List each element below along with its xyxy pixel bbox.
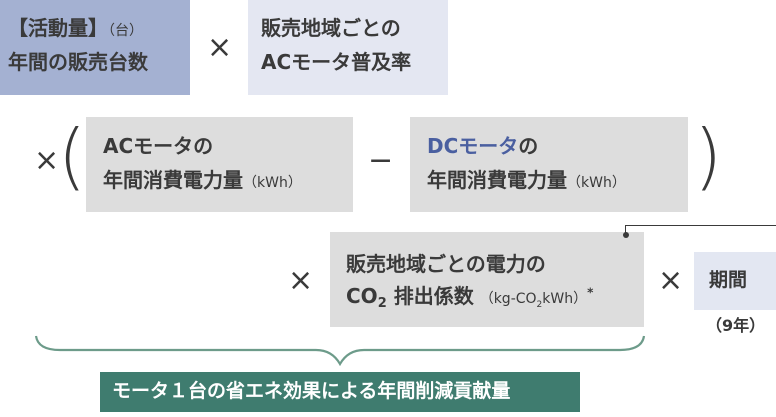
footnote-star: *	[587, 285, 594, 300]
result-label: モータ１台の省エネ効果による年間削減貢献量	[112, 380, 511, 402]
activity-unit: （台）	[108, 23, 143, 39]
summation-brace	[34, 335, 646, 366]
dc-consumption-line1-rest: の	[518, 134, 539, 158]
ac-adoption-box: 販売地域ごとの ACモータ普及率	[248, 0, 448, 95]
ac-consumption-line2: 年間消費電力量	[103, 168, 243, 192]
dc-consumption-unit: （kWh）	[567, 175, 626, 191]
activity-label: 年間の販売台数	[8, 50, 148, 74]
result-box: モータ１台の省エネ効果による年間削減貢献量	[100, 372, 580, 412]
period-label: 期間	[709, 269, 748, 291]
period-box: 期間	[694, 252, 776, 310]
ac-consumption-line1: ACモータの	[103, 134, 214, 158]
activity-box: 【活動量】（台） 年間の販売台数	[0, 0, 190, 95]
leader-line-horizontal	[625, 225, 776, 226]
emission-unit-a: （kg-CO	[479, 291, 537, 307]
emission-factor-box: 販売地域ごとの電力の CO2 排出係数（kg-CO2kWh）*	[330, 232, 644, 327]
emission-co-subscript: 2	[377, 296, 387, 312]
open-paren: (	[58, 114, 87, 198]
activity-bracket-label: 【活動量】	[8, 16, 108, 40]
ac-adoption-line1: 販売地域ごとの	[261, 16, 401, 40]
dc-consumption-box: DCモータの 年間消費電力量（kWh）	[410, 117, 688, 212]
minus-sign: −	[368, 143, 394, 178]
ac-consumption-box: ACモータの 年間消費電力量（kWh）	[86, 117, 353, 212]
leader-dot	[623, 232, 629, 238]
dc-motor-highlight: DCモータ	[427, 134, 519, 158]
period-note: （9年）	[706, 316, 766, 335]
ac-adoption-line2: ACモータ普及率	[261, 50, 412, 74]
multiply-sign-4: ×	[658, 263, 684, 298]
emission-factor-line1: 販売地域ごとの電力の	[346, 252, 546, 276]
emission-unit-b: kWh）	[542, 291, 588, 307]
close-paren: )	[694, 114, 723, 198]
multiply-sign-3: ×	[288, 263, 314, 298]
emission-factor-label: 排出係数	[386, 284, 474, 308]
multiply-sign-2: ×	[34, 143, 60, 178]
dc-consumption-line2: 年間消費電力量	[427, 168, 567, 192]
emission-co: CO	[346, 284, 378, 308]
ac-consumption-unit: （kWh）	[243, 175, 302, 191]
emission-unit-subscript: 2	[536, 300, 543, 311]
leader-line-vertical	[625, 225, 626, 234]
multiply-sign-1: ×	[207, 30, 233, 65]
